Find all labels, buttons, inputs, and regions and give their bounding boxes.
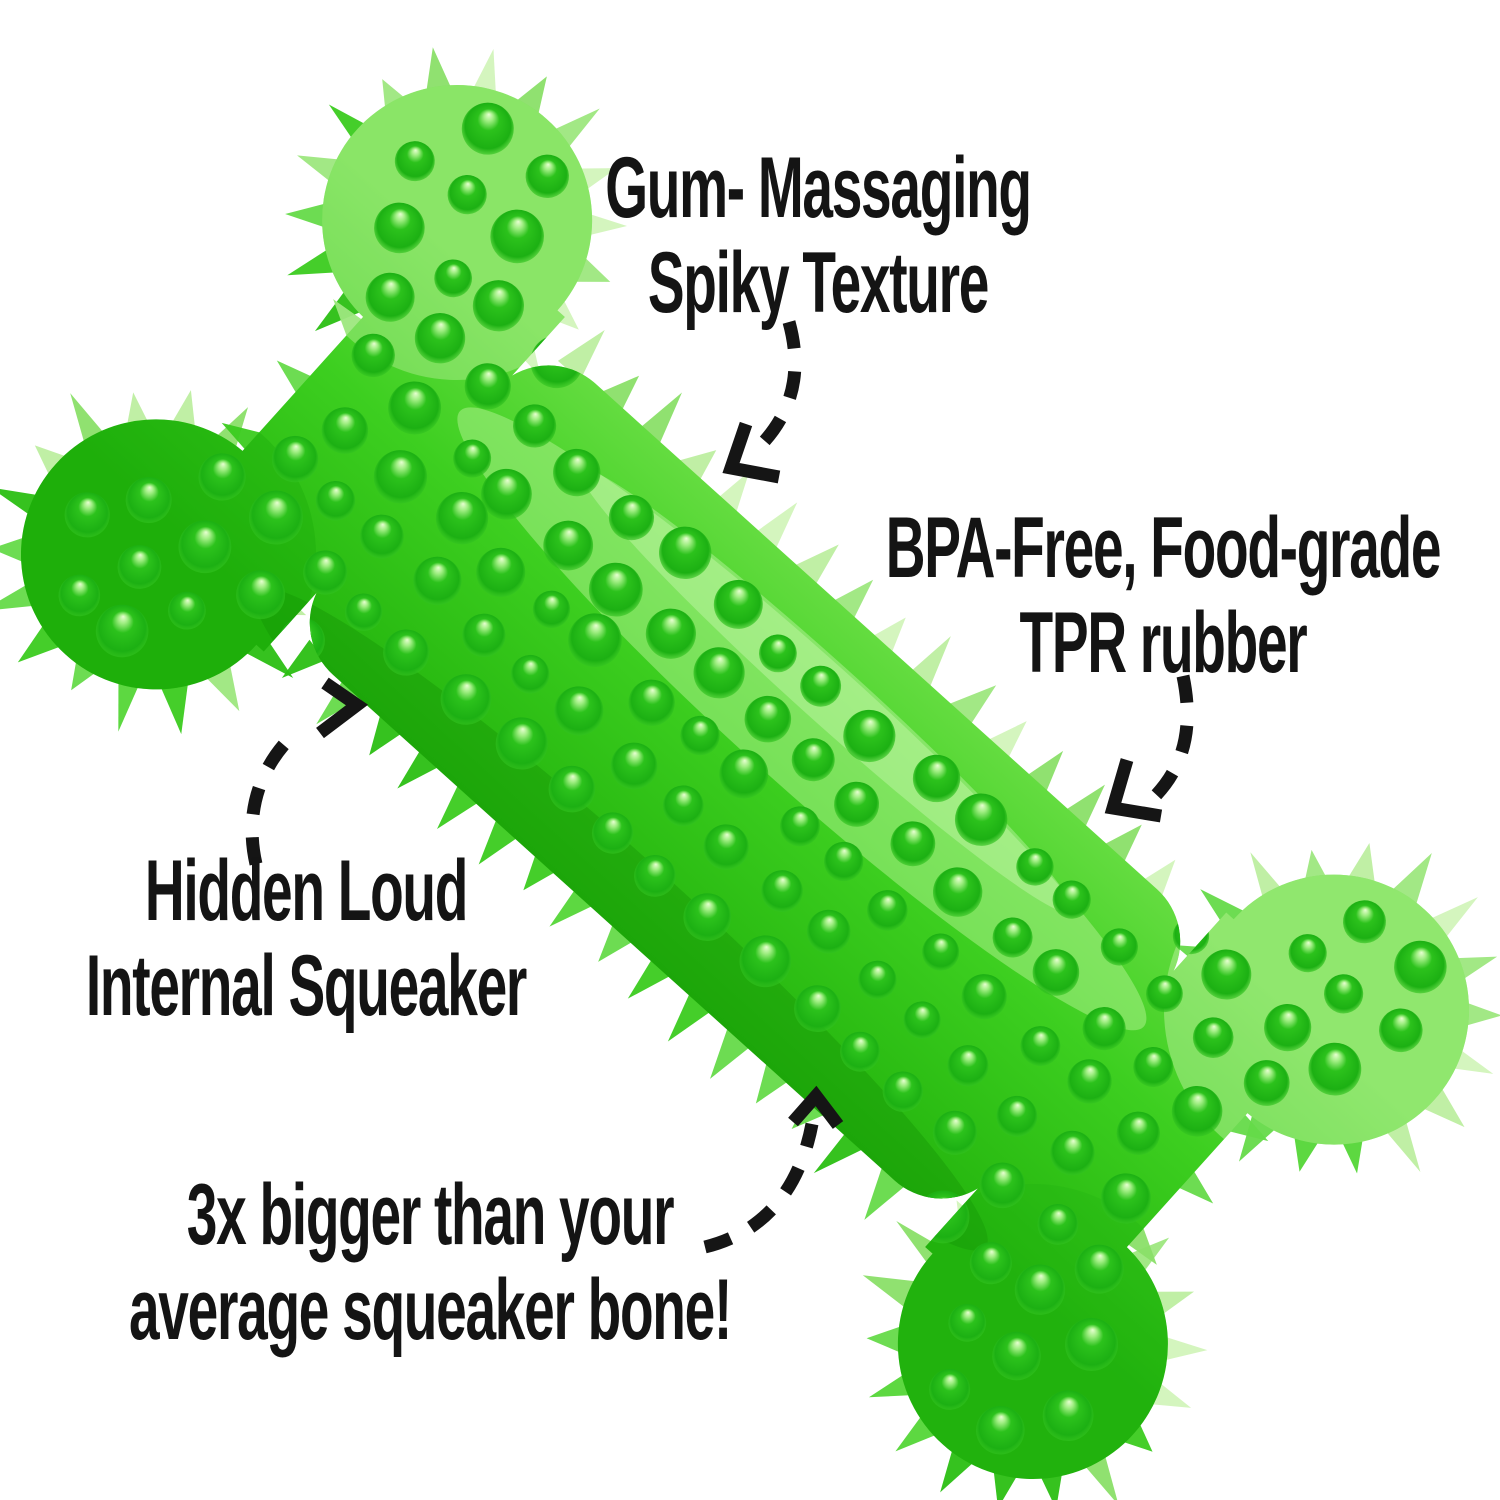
annotation-bigger-line1: 3x bigger than your [186,1167,675,1263]
annotation-bpa-free-line2: TPR rubber [1019,594,1308,691]
gum-massaging-arrow-line [752,320,802,454]
bone-spike-bumps [58,102,1447,1455]
annotation-hidden-squeaker: Hidden Loud Internal Squeaker [85,843,527,1034]
annotation-hidden-squeaker-line1: Hidden Loud [144,843,468,939]
annotation-gum-massaging-line2: Spiky Texture [647,234,990,331]
bpa-free-arrow-line [1143,674,1194,808]
hidden-squeaker-arrow-head [316,677,369,739]
bpa-free-arrow-head [1104,758,1163,823]
hidden-squeaker-arrow-line [245,726,302,866]
annotation-bpa-free: BPA-Free, Food-grade TPR rubber [885,500,1442,691]
bigger-arrow-line [703,1122,819,1254]
annotation-gum-massaging-line1: Gum- Massaging [605,140,1032,236]
annotation-hidden-squeaker-line2: Internal Squeaker [85,937,527,1034]
bigger-arrow-head [788,1085,844,1129]
annotation-bpa-free-line1: BPA-Free, Food-grade [885,500,1442,596]
gum-massaging-arrow-head [722,421,781,484]
annotation-bigger-line2: average squeaker bone! [128,1261,732,1358]
annotation-bigger: 3x bigger than your average squeaker bon… [128,1167,732,1358]
annotation-gum-massaging: Gum- Massaging Spiky Texture [605,140,1032,331]
